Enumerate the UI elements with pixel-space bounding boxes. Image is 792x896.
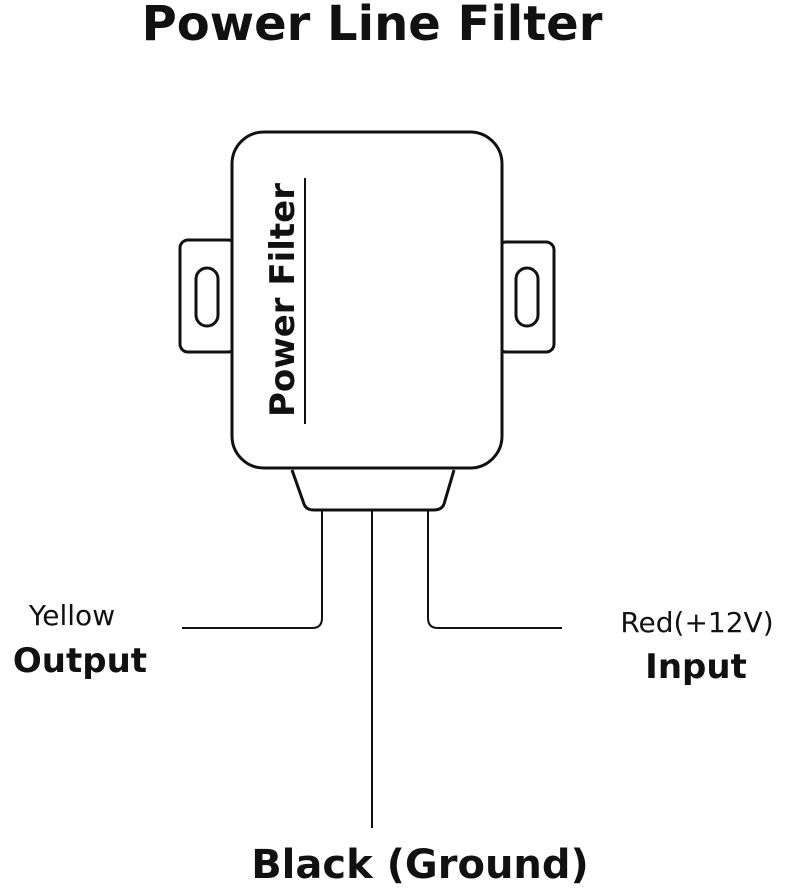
diagram-title: Power Line Filter: [142, 0, 603, 52]
red-wire-color-label: Red(+12V): [620, 606, 773, 639]
black-wire-label: Black (Ground): [251, 842, 589, 888]
yellow-output-wire: [182, 510, 323, 629]
yellow-wire-color-label: Yellow: [28, 599, 115, 632]
device-label: Power Filter: [263, 183, 303, 417]
red-wire-role-label: Input: [645, 647, 747, 687]
left-mounting-tab: [178, 238, 238, 354]
cable-boot: [290, 469, 456, 512]
red-input-wire: [427, 510, 562, 629]
right-mounting-tab: [496, 240, 556, 354]
filter-body: Power Filter: [230, 130, 504, 470]
yellow-wire-role-label: Output: [13, 641, 147, 681]
